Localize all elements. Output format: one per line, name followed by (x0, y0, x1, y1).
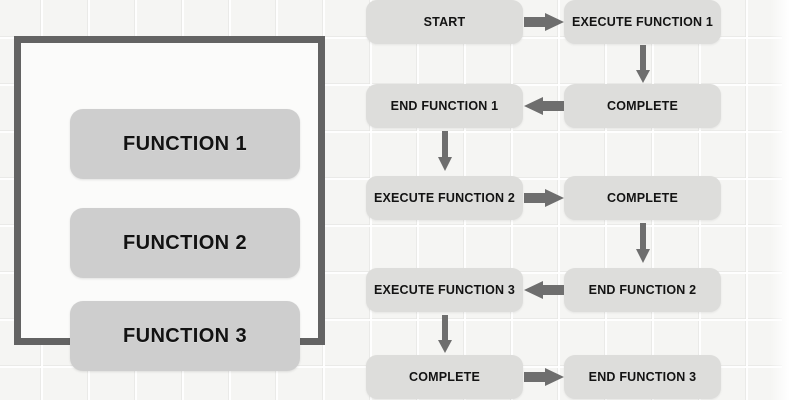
flow-node-end-function-1-label: END FUNCTION 1 (390, 99, 499, 113)
flow-node-complete-2-label: COMPLETE (606, 191, 679, 205)
flow-node-execute-function-1-label: EXECUTE FUNCTION 1 (571, 15, 714, 29)
function-button-1-label: FUNCTION 1 (123, 132, 247, 155)
arrow-down-end-function-1-to-execute-function-2 (438, 131, 452, 171)
flow-node-complete-1-label: COMPLETE (606, 99, 679, 113)
function-button-3[interactable]: FUNCTION 3 (70, 301, 300, 371)
flow-node-execute-function-3-label: EXECUTE FUNCTION 3 (373, 283, 516, 297)
flow-node-end-function-3[interactable]: END FUNCTION 3 (564, 355, 721, 399)
flow-node-start[interactable]: START (366, 0, 523, 44)
function-button-1[interactable]: FUNCTION 1 (70, 109, 300, 179)
flow-node-execute-function-3[interactable]: EXECUTE FUNCTION 3 (366, 268, 523, 312)
flow-node-complete-3[interactable]: COMPLETE (366, 355, 523, 399)
arrow-down-complete-to-end-function-2 (636, 223, 650, 263)
flow-node-end-function-2[interactable]: END FUNCTION 2 (564, 268, 721, 312)
flow-node-end-function-2-label: END FUNCTION 2 (588, 283, 697, 297)
flow-node-complete-1[interactable]: COMPLETE (564, 84, 721, 128)
arrow-right-execute-function-2-to-complete (524, 189, 564, 207)
flow-node-start-label: START (423, 15, 466, 29)
flow-node-execute-function-2-label: EXECUTE FUNCTION 2 (373, 191, 516, 205)
arrow-down-execute-function-3-to-complete (438, 315, 452, 353)
flow-node-execute-function-1[interactable]: EXECUTE FUNCTION 1 (564, 0, 721, 44)
arrow-right-complete-to-end-function-3 (524, 368, 564, 386)
function-button-2[interactable]: FUNCTION 2 (70, 208, 300, 278)
arrow-left-end-function-2-to-execute-function-3 (524, 281, 564, 299)
arrow-right-start-to-execute-function-1 (524, 13, 564, 31)
function-list-panel: FUNCTION 1 FUNCTION 2 FUNCTION 3 (14, 36, 325, 371)
function-button-2-label: FUNCTION 2 (123, 231, 247, 254)
flow-node-complete-3-label: COMPLETE (408, 370, 481, 384)
flow-node-end-function-1[interactable]: END FUNCTION 1 (366, 84, 523, 128)
arrow-left-complete-to-end-function-1 (524, 97, 564, 115)
arrow-down-execute-function-1-to-complete (636, 45, 650, 83)
right-edge-fade (770, 0, 800, 400)
flow-node-execute-function-2[interactable]: EXECUTE FUNCTION 2 (366, 176, 523, 220)
flow-node-end-function-3-label: END FUNCTION 3 (588, 370, 697, 384)
flow-node-complete-2[interactable]: COMPLETE (564, 176, 721, 220)
function-button-3-label: FUNCTION 3 (123, 324, 247, 347)
